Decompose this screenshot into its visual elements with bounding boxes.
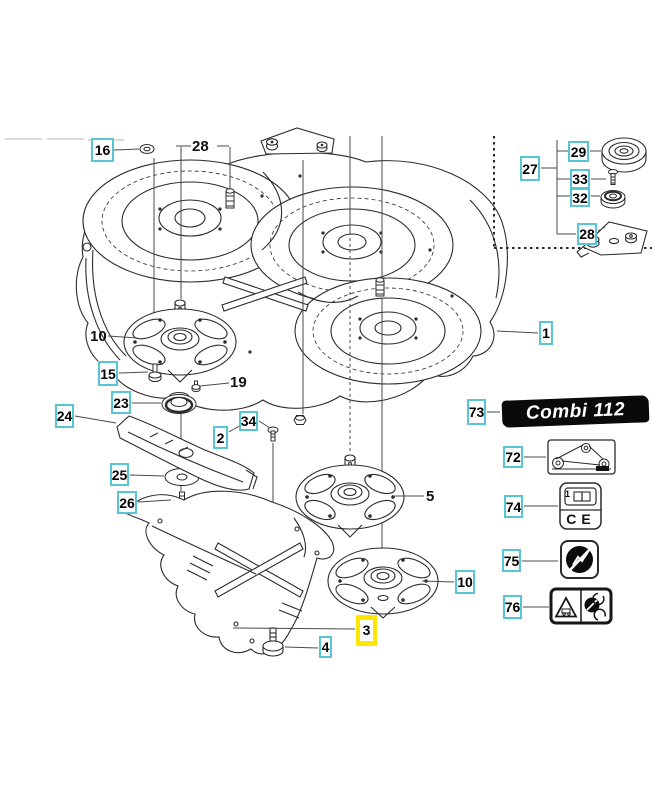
- callout-26[interactable]: 26: [117, 491, 137, 514]
- spindle-assembly-bottom: [327, 547, 439, 619]
- callout-73[interactable]: 73: [467, 399, 486, 425]
- callout-16[interactable]: 16: [91, 138, 114, 162]
- callout-10-left: 10: [90, 328, 107, 345]
- callout-28-inset[interactable]: 28: [577, 223, 597, 245]
- callout-3-highlighted[interactable]: 3: [356, 615, 377, 646]
- warning-triangle-icon: [554, 596, 578, 618]
- callout-3-number: 3: [360, 620, 373, 641]
- leader-lines: [74, 145, 606, 649]
- inset-bolt-part: [608, 169, 618, 185]
- inset-hub-part: [600, 190, 626, 209]
- callout-75[interactable]: 75: [502, 549, 521, 572]
- inset-box: [493, 136, 652, 258]
- blade-drawing: [116, 415, 258, 491]
- callout-15[interactable]: 15: [98, 361, 118, 386]
- manual-decal-number: 1: [565, 489, 571, 499]
- callout-23[interactable]: 23: [111, 391, 131, 414]
- callout-27[interactable]: 27: [520, 156, 540, 181]
- callout-34[interactable]: 34: [239, 411, 258, 431]
- small-fasteners: [139, 144, 385, 442]
- deck-drawing: [75, 151, 508, 411]
- callout-10-bottom[interactable]: 10: [455, 570, 475, 594]
- inset-pulley-part: [601, 137, 647, 173]
- thrown-objects-icon: [584, 592, 607, 621]
- callout-29[interactable]: 29: [568, 141, 589, 162]
- ce-mark-text: CE: [566, 511, 596, 527]
- decal-manual-ce: [559, 482, 602, 530]
- callout-72[interactable]: 72: [503, 446, 523, 468]
- callout-28-top: 28: [192, 138, 209, 155]
- callout-33[interactable]: 33: [570, 169, 590, 189]
- decal-belt-routing: [547, 439, 616, 475]
- callout-4[interactable]: 4: [319, 636, 332, 658]
- baffle-plate-drawing: [123, 490, 335, 655]
- inset-connector-lines: [556, 140, 576, 235]
- callout-76[interactable]: 76: [503, 595, 522, 619]
- callout-19: 19: [230, 374, 247, 391]
- spindle-assembly-center: [295, 454, 405, 538]
- top-bracket-part: [260, 127, 335, 155]
- decal-no-hands: [560, 540, 599, 579]
- callout-5: 5: [426, 488, 435, 505]
- callout-1[interactable]: 1: [539, 321, 553, 345]
- operator-manual-icon: [573, 491, 591, 502]
- bottom-bolt-part: [262, 627, 284, 657]
- inset-dashed-border: [493, 136, 652, 249]
- callout-25[interactable]: 25: [110, 463, 129, 486]
- combi-112-badge: Combi 112: [501, 395, 650, 428]
- callout-32[interactable]: 32: [570, 188, 590, 207]
- callout-24[interactable]: 24: [55, 404, 74, 428]
- decal-warning-thrown-objects: [549, 587, 613, 625]
- no-hands-warning-icon: [569, 548, 591, 571]
- callout-74[interactable]: 74: [504, 495, 523, 518]
- callout-2[interactable]: 2: [213, 426, 228, 449]
- spindle-assembly-left: [123, 299, 237, 383]
